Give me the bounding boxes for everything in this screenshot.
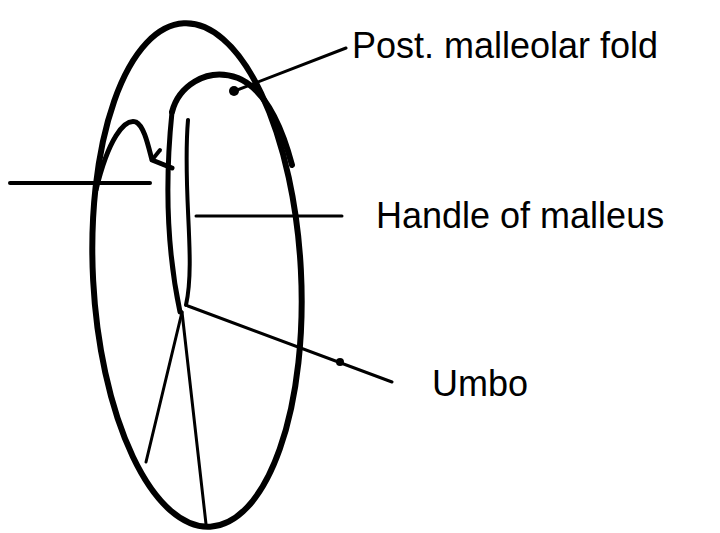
- leader-dot: [336, 358, 344, 366]
- leader-line: [10, 181, 150, 185]
- leader-line: [196, 215, 342, 218]
- malleus-handle: [168, 112, 180, 312]
- membrane-outline: [80, 18, 314, 532]
- light-reflex-line: [182, 312, 206, 524]
- leader-line: [232, 48, 346, 92]
- malleus-handle: [186, 120, 190, 305]
- part-label: Post. malleolar fold: [350, 24, 660, 68]
- fold-tick: [152, 150, 160, 160]
- light-reflex-line: [146, 312, 182, 462]
- leader-line: [188, 306, 392, 382]
- part-label: Handle of malleus: [374, 194, 666, 238]
- posterior-fold: [172, 75, 292, 165]
- part-label: Umbo: [430, 362, 530, 406]
- leader-dot: [229, 86, 239, 96]
- anterior-fold: [96, 122, 172, 190]
